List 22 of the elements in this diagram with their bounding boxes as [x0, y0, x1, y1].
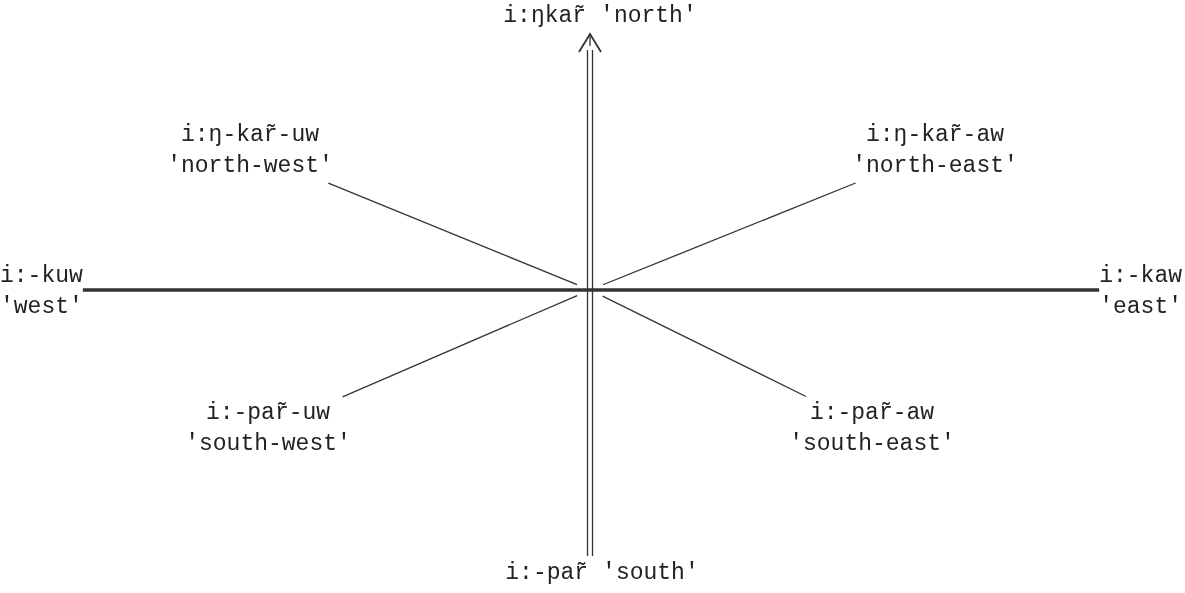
gloss-label: 'south'	[602, 560, 699, 587]
direction-term: i:-kuw	[0, 263, 83, 290]
gloss-label: 'south-east'	[789, 431, 955, 458]
direction-term: i:-kaw	[1099, 263, 1182, 290]
compass-line	[327, 182, 578, 286]
compass-line	[602, 182, 857, 286]
direction-term: i:-par̃-aw	[809, 400, 935, 427]
gloss-label: 'east'	[1099, 294, 1182, 321]
gloss-label: 'south-west'	[185, 431, 351, 458]
direction-term: i:ŋ-kar̃-aw	[866, 122, 1004, 149]
gloss-label: 'north'	[600, 3, 697, 30]
direction-term: i:ŋ-kar̃-uw	[181, 122, 319, 149]
direction-term: i:-par̃	[505, 560, 589, 587]
compass-line	[601, 295, 807, 398]
gloss-label: 'north-west'	[167, 153, 333, 180]
compass-line	[82, 288, 1100, 292]
gloss-label: 'north-east'	[852, 153, 1018, 180]
compass-line	[341, 294, 578, 398]
direction-term: i:-par̃-uw	[205, 400, 331, 427]
direction-term: i:ŋkar̃	[503, 3, 587, 30]
arrow	[578, 33, 602, 557]
gloss-label: 'west'	[0, 294, 83, 321]
